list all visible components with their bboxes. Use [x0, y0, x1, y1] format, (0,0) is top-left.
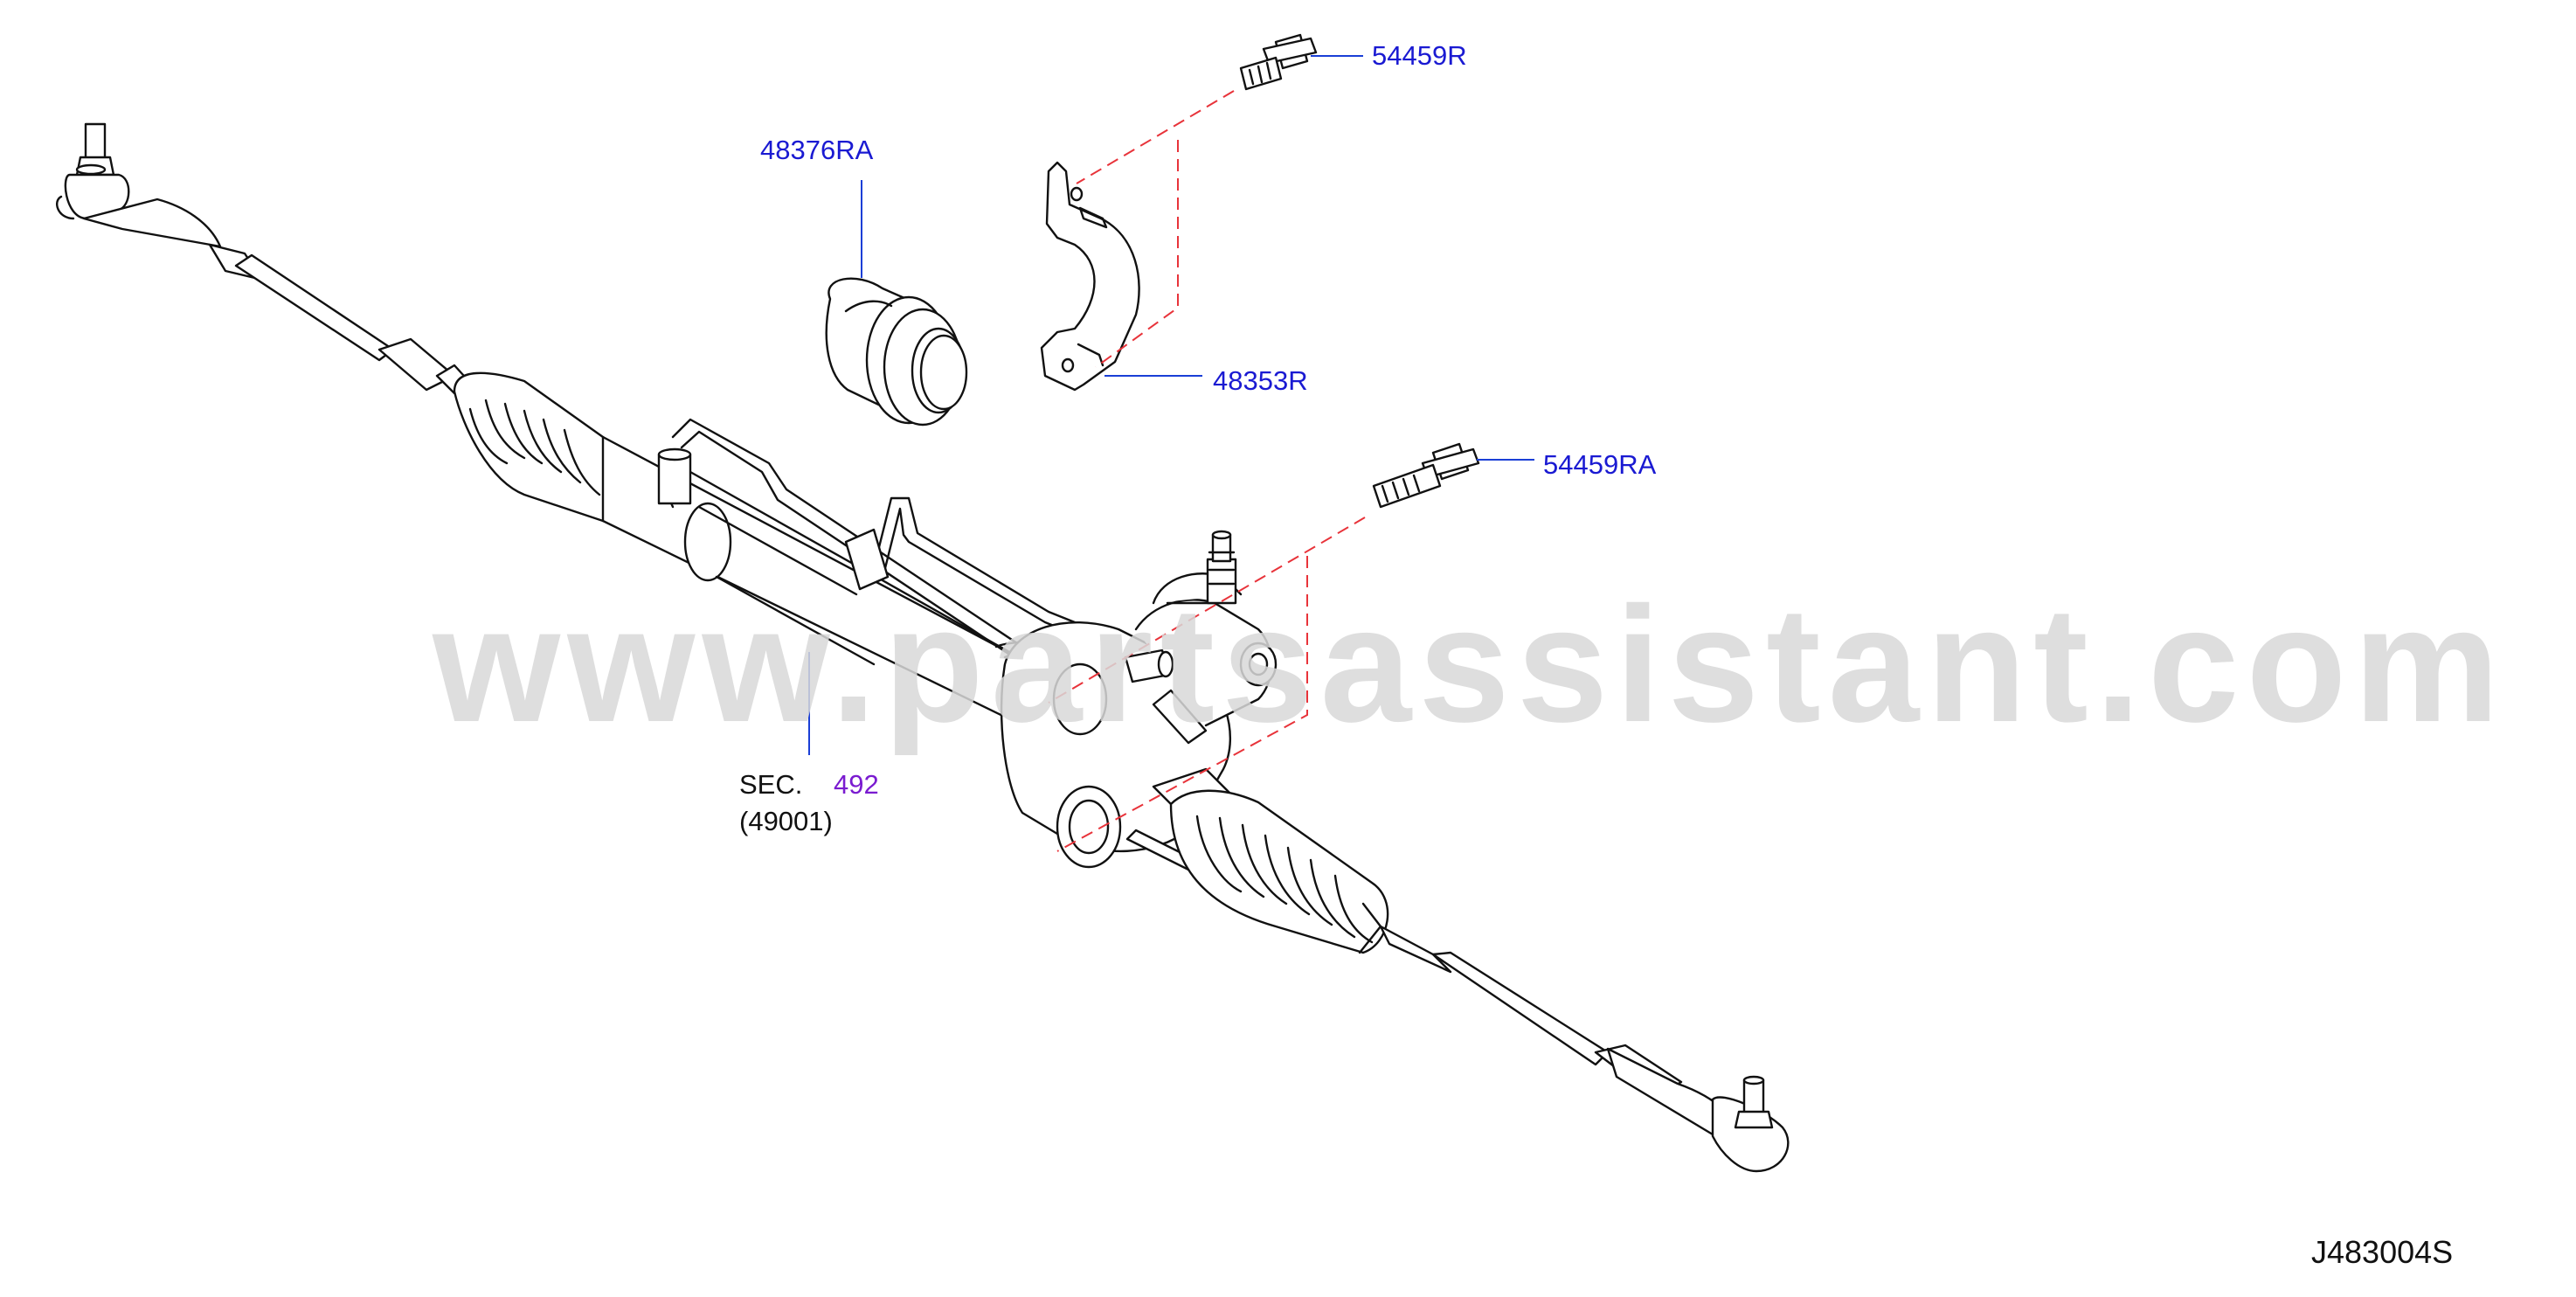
- port-fitting-mid: [844, 528, 890, 591]
- mounting-clamp: [1040, 161, 1140, 392]
- flare-nuts: [1124, 648, 1208, 745]
- bolt-lower: [1372, 442, 1480, 509]
- pinion-shaft: [1206, 530, 1237, 605]
- part-label-54459R[interactable]: 54459R: [1372, 40, 1467, 71]
- right-tie-rod-end: [1606, 1047, 1790, 1173]
- mounting-bushing: [825, 277, 968, 427]
- section-subcode: (49001): [739, 806, 833, 836]
- part-label-48376RA[interactable]: 48376RA: [760, 135, 874, 165]
- bolt-upper: [1239, 33, 1318, 91]
- port-fitting-left: [657, 453, 692, 505]
- dashed-alignment-lines: [1048, 90, 1366, 852]
- watermark: www.partsassistant.com: [433, 572, 2507, 756]
- section-prefix: SEC.: [739, 769, 803, 800]
- section-link-492[interactable]: 492: [834, 769, 879, 800]
- leader-lines: [808, 55, 1534, 755]
- diagram-code: J483004S: [2311, 1234, 2454, 1270]
- part-label-54459RA[interactable]: 54459RA: [1543, 449, 1657, 480]
- right-boot: [1169, 789, 1389, 954]
- left-tie-rod-end: [56, 122, 264, 281]
- part-label-48353R[interactable]: 48353R: [1213, 365, 1308, 396]
- left-boot: [453, 371, 623, 523]
- left-tie-rod: [234, 253, 474, 395]
